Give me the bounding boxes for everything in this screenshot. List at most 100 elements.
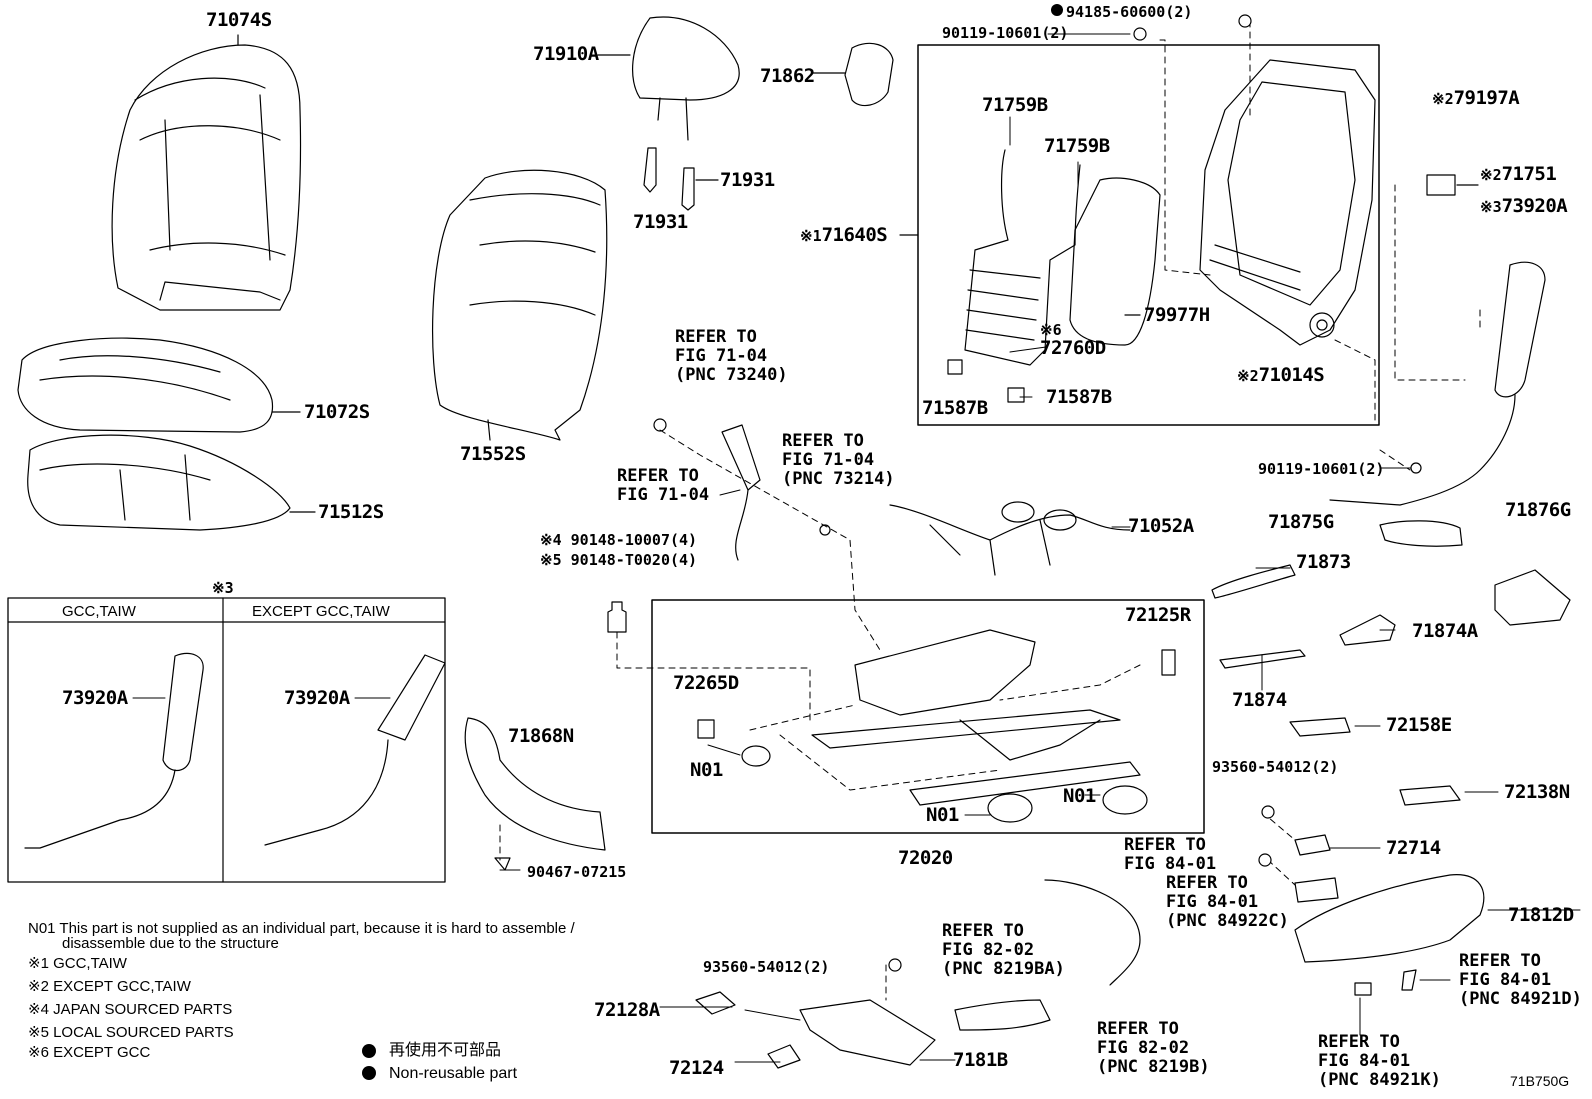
clip-71587B-b bbox=[1007, 387, 1025, 403]
label-90119-top: 90119-10601(2) bbox=[942, 24, 1069, 42]
label-71640S-text: 71640S bbox=[821, 224, 888, 246]
label-72020: 72020 bbox=[898, 847, 953, 869]
mark-2c: ※2 bbox=[1237, 367, 1259, 385]
label-72124: 72124 bbox=[669, 1057, 724, 1079]
non-reusable-bullet-94185 bbox=[1051, 4, 1063, 16]
note-4: ※4 JAPAN SOURCED PARTS bbox=[28, 1001, 233, 1018]
label-72714: 72714 bbox=[1386, 837, 1441, 859]
label-71014S-text: 71014S bbox=[1258, 364, 1325, 386]
note-n01-line2: disassemble due to the structure bbox=[62, 935, 279, 952]
wire-harness-drawing bbox=[889, 501, 1131, 576]
label-72128A: 72128A bbox=[594, 999, 660, 1021]
switch-84921D-drawing bbox=[1401, 969, 1417, 991]
label-72125R: 72125R bbox=[1125, 604, 1191, 626]
part-72124-drawing bbox=[767, 1044, 801, 1069]
label-71074S: 71074S bbox=[206, 9, 272, 31]
label-94185: 94185-60600(2) bbox=[1066, 3, 1193, 21]
label-79977H: 79977H bbox=[1144, 304, 1210, 326]
seat-back-pad-drawing bbox=[432, 169, 608, 441]
label-7181B: 7181B bbox=[953, 1049, 1008, 1071]
label-93560-b: 93560-54012(2) bbox=[703, 958, 830, 976]
side-airbag-drawing bbox=[1329, 174, 1546, 506]
part-72138N-drawing bbox=[1399, 785, 1461, 806]
label-71052A: 71052A bbox=[1128, 515, 1194, 537]
part-72128A-drawing bbox=[695, 991, 736, 1015]
label-79197A-text: 79197A bbox=[1453, 87, 1520, 109]
bracket-7181B-drawing bbox=[799, 999, 936, 1066]
inset-airbag-except-gcc bbox=[377, 654, 446, 741]
side-trim-71868N-drawing bbox=[464, 717, 606, 851]
mark-5: ※5 bbox=[540, 551, 562, 569]
label-71874A: 71874A bbox=[1412, 620, 1478, 642]
bolt-90148-drawing bbox=[607, 601, 627, 633]
seat-side-cover-71812D-drawing bbox=[1294, 874, 1485, 963]
switch-84921K-drawing bbox=[1354, 982, 1372, 996]
cover-71862-drawing bbox=[844, 42, 894, 107]
label-71876G: 71876G bbox=[1505, 499, 1571, 521]
label-73920A-top: ※373920A bbox=[1480, 196, 1568, 217]
seat-adjuster-box bbox=[651, 599, 1205, 834]
switch-84922C-drawing bbox=[1294, 877, 1339, 903]
label-79197A: ※279197A bbox=[1432, 87, 1520, 109]
seatbelt-buckle-drawing bbox=[653, 418, 831, 561]
label-72265D: 72265D bbox=[673, 672, 739, 694]
label-73920A-left: 73920A bbox=[62, 687, 128, 709]
label-71868N: 71868N bbox=[508, 725, 574, 747]
harness-8219B-drawing bbox=[1044, 879, 1141, 986]
mark-2b: ※2 bbox=[1480, 166, 1502, 184]
ref-7104: REFER TO FIG 71-04 bbox=[617, 466, 710, 505]
label-N01-c: N01 bbox=[926, 804, 959, 826]
harness-8219BA-drawing bbox=[954, 999, 1051, 1031]
legend-non-reusable-jp: 再使用不可部品 bbox=[389, 1042, 502, 1059]
trim-71876G-drawing bbox=[1494, 569, 1571, 626]
label-71874: 71874 bbox=[1232, 689, 1287, 711]
note-2: ※2 EXCEPT GCC,TAIW bbox=[28, 978, 191, 995]
label-71910A: 71910A bbox=[533, 43, 599, 65]
ref-84922C: REFER TO FIG 84-01 (PNC 84922C) bbox=[1166, 873, 1289, 931]
label-71587B-b: 71587B bbox=[1046, 386, 1112, 408]
label-71072S: 71072S bbox=[304, 401, 370, 423]
ref-84921D: REFER TO FIG 84-01 (PNC 84921D) bbox=[1459, 951, 1582, 1009]
label-71759B-a: 71759B bbox=[982, 94, 1048, 116]
label-90148-b: ※5 90148-T0020(4) bbox=[540, 550, 697, 570]
label-72158E: 72158E bbox=[1386, 714, 1452, 736]
label-90148-b-text: 90148-T0020(4) bbox=[570, 551, 698, 569]
legend-non-reusable-en: Non-reusable part bbox=[389, 1065, 518, 1082]
label-90148-a: ※4 90148-10007(4) bbox=[540, 530, 697, 550]
trim-71875G-drawing bbox=[1379, 520, 1463, 547]
mark-3b: ※3 bbox=[212, 579, 234, 597]
seat-cushion-pad-drawing bbox=[27, 434, 316, 531]
note-1: ※1 GCC,TAIW bbox=[28, 955, 127, 972]
label-90119-mid: 90119-10601(2) bbox=[1258, 460, 1385, 478]
label-71512S: 71512S bbox=[318, 501, 384, 523]
lumbar-support-drawing bbox=[899, 149, 1081, 366]
label-71931-b: 71931 bbox=[633, 211, 688, 233]
label-N01-a: N01 bbox=[690, 759, 723, 781]
label-71812D: 71812D bbox=[1508, 904, 1574, 926]
label-72760D: 72760D bbox=[1040, 337, 1106, 359]
mark-2a: ※2 bbox=[1432, 90, 1454, 108]
mark-4: ※4 bbox=[540, 531, 562, 549]
label-71931-a: 71931 bbox=[720, 169, 775, 191]
label-73920A-right: 73920A bbox=[284, 687, 350, 709]
ref-8219BA: REFER TO FIG 82-02 (PNC 8219BA) bbox=[942, 921, 1065, 979]
seat-cushion-cover-drawing bbox=[17, 337, 301, 433]
trim-71873-drawing bbox=[1211, 564, 1296, 599]
note-5: ※5 LOCAL SOURCED PARTS bbox=[28, 1024, 234, 1041]
part-72714-drawing bbox=[1294, 834, 1331, 856]
label-71751-text: 71751 bbox=[1501, 163, 1557, 185]
clip-71587B-a bbox=[947, 359, 963, 375]
ref-73240: REFER TO FIG 71-04 (PNC 73240) bbox=[675, 327, 788, 385]
inset-header-gcc: GCC,TAIW bbox=[62, 603, 136, 620]
part-72158E-drawing bbox=[1289, 717, 1351, 737]
mark-6: ※6 bbox=[1040, 321, 1062, 339]
inset-airbag-gcc bbox=[162, 652, 204, 772]
headrest-drawing bbox=[597, 16, 740, 211]
label-72138N: 72138N bbox=[1504, 781, 1570, 803]
label-90148-a-text: 90148-10007(4) bbox=[570, 531, 698, 549]
trim-71874-drawing bbox=[1219, 649, 1306, 669]
ref-84921K: REFER TO FIG 84-01 (PNC 84921K) bbox=[1318, 1032, 1441, 1090]
label-71873: 71873 bbox=[1296, 551, 1351, 573]
label-71587B-a: 71587B bbox=[922, 397, 988, 419]
